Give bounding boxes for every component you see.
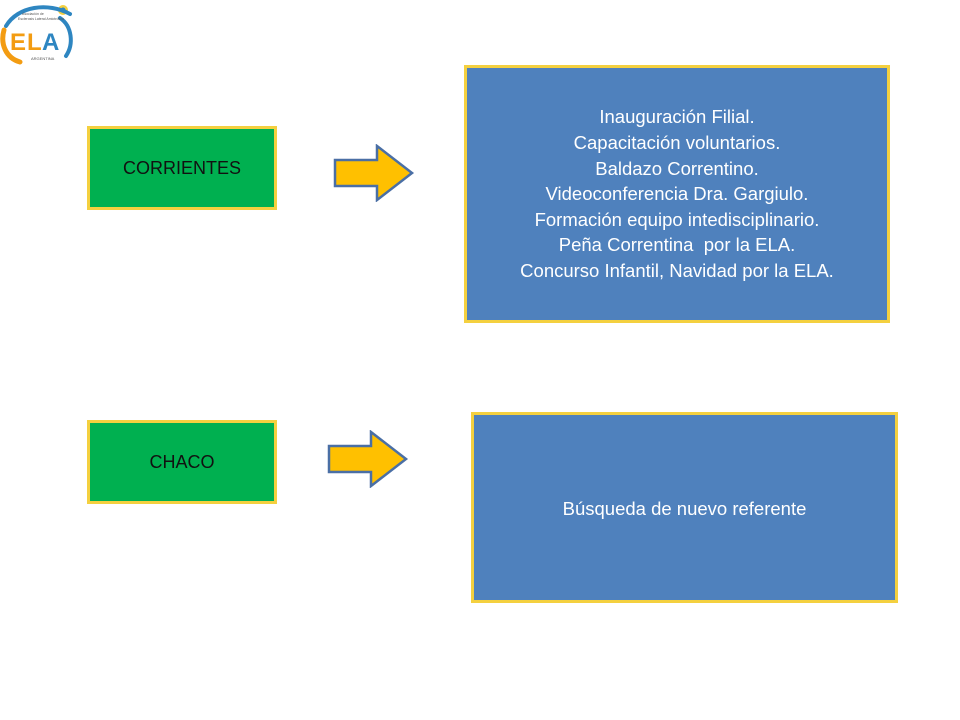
svg-text:Asociación de: Asociación de (22, 12, 44, 16)
activity-item: Capacitación voluntarios. (573, 132, 781, 154)
activities-box-chaco: Búsqueda de nuevo referente (471, 412, 898, 603)
svg-text:ARGENTINA: ARGENTINA (31, 56, 55, 61)
activity-item: Videoconferencia Dra. Gargiulo. (545, 183, 809, 205)
activity-item: Baldazo Correntino. (595, 157, 759, 179)
region-label: CHACO (149, 451, 215, 472)
activities-box-corrientes: Inauguración Filial. Capacitación volunt… (464, 65, 890, 323)
svg-text:A: A (42, 29, 59, 56)
activity-item: Peña Correntina por la ELA. (558, 234, 796, 256)
activity-item: Inauguración Filial. (599, 106, 755, 128)
svg-text:Esclerosis Lateral Amiotrófica: Esclerosis Lateral Amiotrófica (18, 17, 64, 21)
activity-item: Concurso Infantil, Navidad por la ELA. (520, 259, 834, 281)
region-label: CORRIENTES (122, 157, 241, 178)
right-arrow-icon (333, 144, 415, 202)
ela-argentina-logo: E L A ARGENTINA Asociación de Esclerosis… (0, 5, 73, 65)
activity-item: Formación equipo intedisciplinario. (534, 208, 820, 230)
activity-item: Búsqueda de nuevo referente (562, 497, 807, 519)
svg-text:E: E (10, 29, 26, 56)
svg-text:L: L (27, 29, 42, 56)
region-box-corrientes: CORRIENTES (87, 126, 277, 210)
right-arrow-icon (327, 430, 409, 488)
region-box-chaco: CHACO (87, 420, 277, 504)
